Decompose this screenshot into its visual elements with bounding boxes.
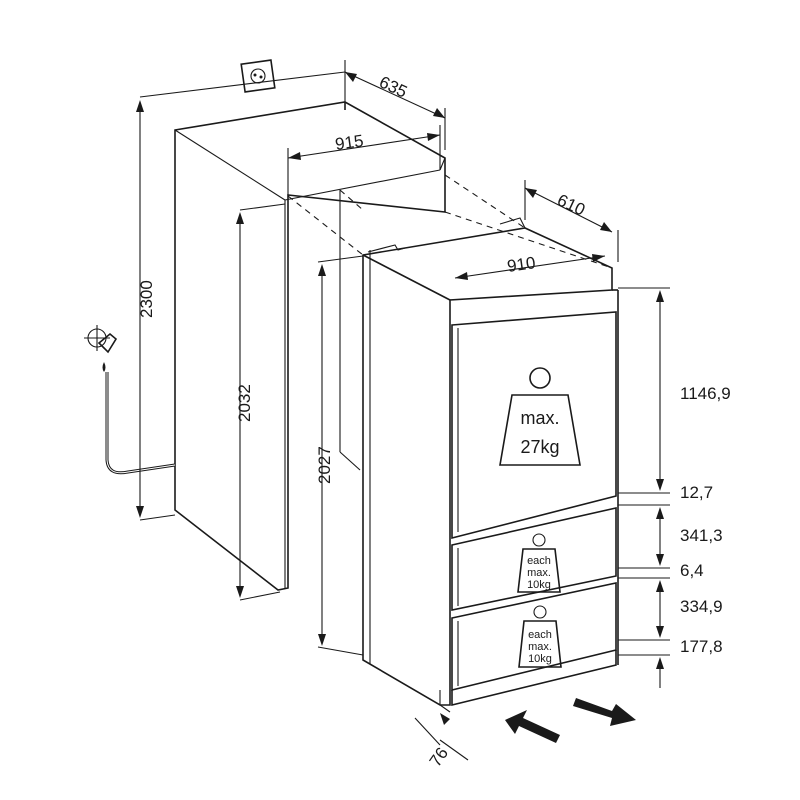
dim-door-offset: 76	[426, 744, 452, 770]
dim-appliance-width: 910	[506, 253, 537, 276]
water-hose	[105, 372, 176, 475]
top-door-load-line2: 27kg	[520, 437, 559, 457]
dim-plinth-height: 177,8	[680, 637, 723, 656]
dim-opening-height: 2032	[235, 384, 254, 422]
projection-lines	[287, 174, 613, 269]
dim-gap-2: 6,4	[680, 561, 704, 580]
drawer-2-load-line2: max.	[528, 641, 552, 653]
weight-icon	[499, 367, 581, 466]
drawer-2-load-line3: 10kg	[528, 653, 552, 665]
drawer-1-load-line2: max.	[527, 567, 551, 579]
dim-drawer-1-height: 341,3	[680, 526, 723, 545]
ventilation-arrow-in-icon	[505, 710, 560, 743]
dim-gap-1: 12,7	[680, 483, 713, 502]
dim-niche-width: 915	[334, 131, 365, 154]
drawer-2-load-line1: each	[528, 629, 552, 641]
dim-appliance-depth: 610	[554, 190, 588, 219]
top-door-load-line1: max.	[520, 408, 559, 428]
water-tap-icon	[84, 325, 118, 372]
dimension-lines	[136, 60, 670, 761]
dim-niche-height: 2300	[137, 280, 156, 318]
dim-drawer-2-height: 334,9	[680, 597, 723, 616]
dim-door-top-height: 1146,9	[680, 384, 731, 403]
dim-niche-depth: 635	[376, 72, 410, 101]
power-socket-icon	[240, 59, 276, 93]
drawer-1	[451, 506, 617, 611]
weight-icon	[518, 605, 562, 668]
appliance-body	[362, 217, 619, 713]
plinth	[451, 650, 617, 707]
top-door	[451, 311, 617, 540]
drawer-1-load-line3: 10kg	[527, 579, 551, 591]
niche-cabinet	[174, 101, 446, 591]
ventilation-arrow-out-icon	[573, 698, 636, 726]
weight-icon	[517, 533, 561, 593]
drawer-1-load-line1: each	[527, 555, 551, 567]
dim-appliance-height: 2027	[315, 446, 334, 484]
